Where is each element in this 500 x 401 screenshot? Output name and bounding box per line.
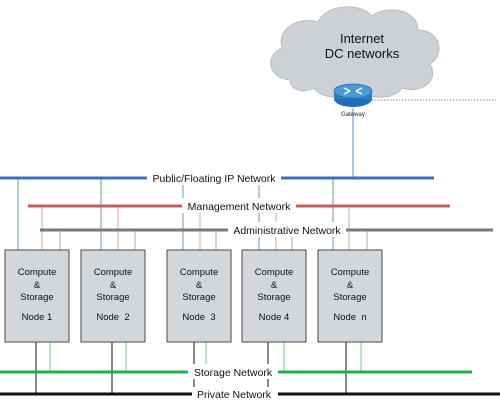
node-box bbox=[241, 249, 307, 343]
node-4: Compute & Storage Node 4 bbox=[241, 249, 307, 343]
drop-lines bbox=[17, 178, 368, 394]
node-label-line2: & bbox=[347, 280, 354, 291]
node-label-line4: Node n bbox=[333, 312, 366, 323]
node-label-line4: Node 2 bbox=[96, 312, 129, 323]
node-2: Compute & Storage Node 2 bbox=[80, 249, 146, 343]
node-box bbox=[80, 249, 146, 343]
internet-cloud: Internet DC networks bbox=[270, 6, 440, 98]
node-label-line2: & bbox=[34, 280, 41, 291]
cloud-label-line1: Internet bbox=[340, 31, 384, 46]
node-label-line3: Storage bbox=[96, 292, 129, 303]
private-network-label: Private Network bbox=[197, 389, 272, 401]
storage-network-label: Storage Network bbox=[194, 367, 273, 379]
public-network-label: Public/Floating IP Network bbox=[153, 173, 277, 185]
management-network-label: Management Network bbox=[188, 201, 291, 213]
node-n: Compute & Storage Node n bbox=[317, 249, 383, 343]
node-label-line3: Storage bbox=[333, 292, 366, 303]
node-label-line2: & bbox=[271, 280, 278, 291]
node-label-line1: Compute bbox=[255, 267, 294, 278]
node-label-line1: Compute bbox=[18, 267, 57, 278]
node-box bbox=[166, 249, 232, 343]
node-label-line2: & bbox=[196, 280, 203, 291]
node-label-line2: & bbox=[110, 280, 117, 291]
node-label-line3: Storage bbox=[182, 292, 215, 303]
node-label-line3: Storage bbox=[20, 292, 53, 303]
node-1: Compute & Storage Node 1 bbox=[4, 249, 70, 343]
node-label-line4: Node 1 bbox=[22, 312, 53, 323]
node-label-line3: Storage bbox=[257, 292, 290, 303]
node-box bbox=[4, 249, 70, 343]
node-label-line1: Compute bbox=[180, 267, 219, 278]
node-label-line1: Compute bbox=[94, 267, 133, 278]
node-label-line1: Compute bbox=[331, 267, 370, 278]
router-icon bbox=[333, 83, 373, 107]
gateway-label: Gateway bbox=[341, 112, 365, 118]
node-label-line4: Node 4 bbox=[259, 312, 290, 323]
node-label-line4: Node 3 bbox=[182, 312, 215, 323]
node-3: Compute & Storage Node 3 bbox=[166, 249, 232, 343]
administrative-network-label: Administrative Network bbox=[233, 225, 341, 237]
node-box bbox=[317, 249, 383, 343]
cloud-label-line2: DC networks bbox=[325, 46, 400, 61]
